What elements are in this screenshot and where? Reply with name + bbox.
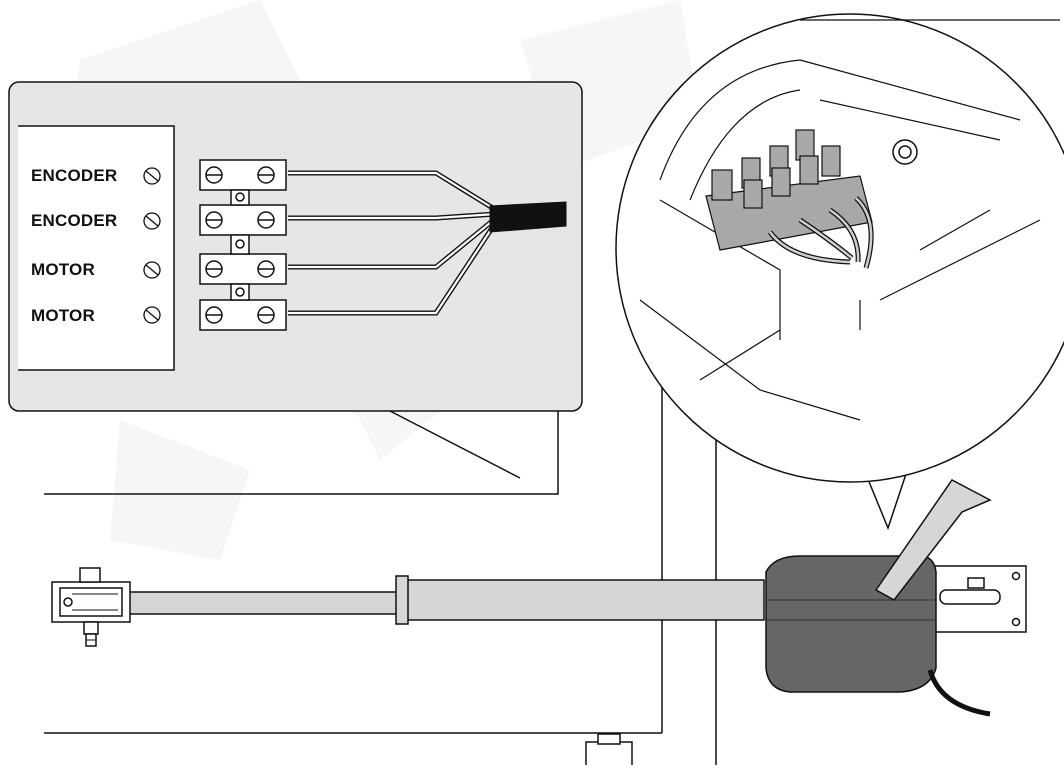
label-motor-2: MOTOR	[31, 306, 95, 325]
screw-icon	[143, 167, 161, 324]
post-base	[585, 733, 633, 770]
cable-sheath	[489, 201, 567, 233]
label-encoder-1: ENCODER	[31, 166, 118, 185]
label-motor-1: MOTOR	[31, 260, 95, 279]
wiring-panel	[8, 81, 583, 412]
motor-unit	[765, 479, 1027, 717]
zoom-callout	[615, 13, 1064, 531]
wall-lines	[44, 300, 717, 765]
terminal-screw-icon	[205, 166, 275, 324]
operator-arm	[51, 567, 765, 647]
label-encoder-2: ENCODER	[31, 211, 118, 230]
